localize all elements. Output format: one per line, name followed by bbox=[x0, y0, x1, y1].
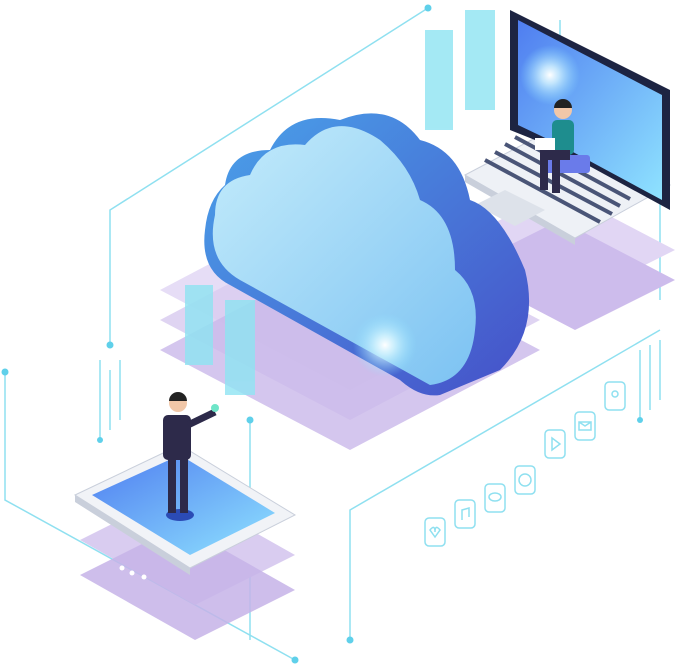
person-standing bbox=[163, 392, 219, 521]
cloud bbox=[204, 113, 530, 396]
circuit-nodes bbox=[1, 4, 643, 664]
heart-icon bbox=[424, 517, 446, 547]
globe-icon bbox=[514, 465, 536, 495]
music-icon bbox=[454, 499, 476, 529]
app-icons-row bbox=[424, 381, 626, 547]
mail-icon bbox=[574, 411, 596, 441]
data-code-blocks bbox=[185, 10, 495, 395]
location-icon bbox=[604, 381, 626, 411]
play-icon bbox=[544, 429, 566, 459]
chat-icon bbox=[484, 483, 506, 513]
person-sitting bbox=[535, 99, 590, 193]
